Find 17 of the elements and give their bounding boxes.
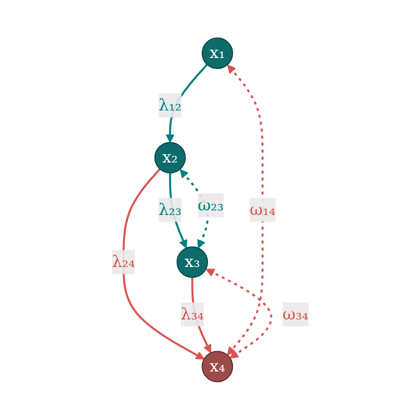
node-circle: x₂ xyxy=(154,142,186,174)
node-circle: x₄ xyxy=(201,350,233,382)
edge-label: λ₁₂ xyxy=(158,96,182,115)
edge-label: λ₃₄ xyxy=(180,304,204,324)
arrow xyxy=(191,277,212,354)
arrow xyxy=(226,64,264,356)
edge-label: ω₃₄ xyxy=(282,304,308,324)
arrow xyxy=(122,168,204,360)
node-circle: x₃ xyxy=(176,246,208,278)
edge-label: λ₂₄ xyxy=(112,252,135,272)
edge-label: ω₂₃ xyxy=(198,196,224,214)
edge-label: λ₂₃ xyxy=(158,200,182,219)
arrow xyxy=(206,268,272,359)
arrow xyxy=(168,173,188,249)
arrow xyxy=(165,64,208,143)
edge-label: ω₁₄ xyxy=(249,200,276,219)
node-circle: x₁ xyxy=(201,38,233,70)
